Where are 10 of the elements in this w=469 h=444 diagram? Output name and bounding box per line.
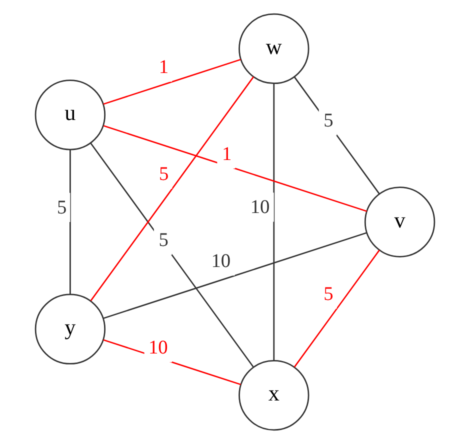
edge-label: 5 <box>158 230 168 252</box>
edge-label: 10 <box>250 197 270 218</box>
edge-label: 5 <box>158 164 168 186</box>
edge-label: 10 <box>148 337 168 358</box>
edge-label: 10 <box>210 250 230 272</box>
edge-label: 1 <box>158 57 168 78</box>
edge-label: 5 <box>56 197 66 218</box>
edge-label: 1 <box>222 144 232 165</box>
edge-label: 5 <box>323 284 333 305</box>
edge-label: 5 <box>323 110 333 132</box>
